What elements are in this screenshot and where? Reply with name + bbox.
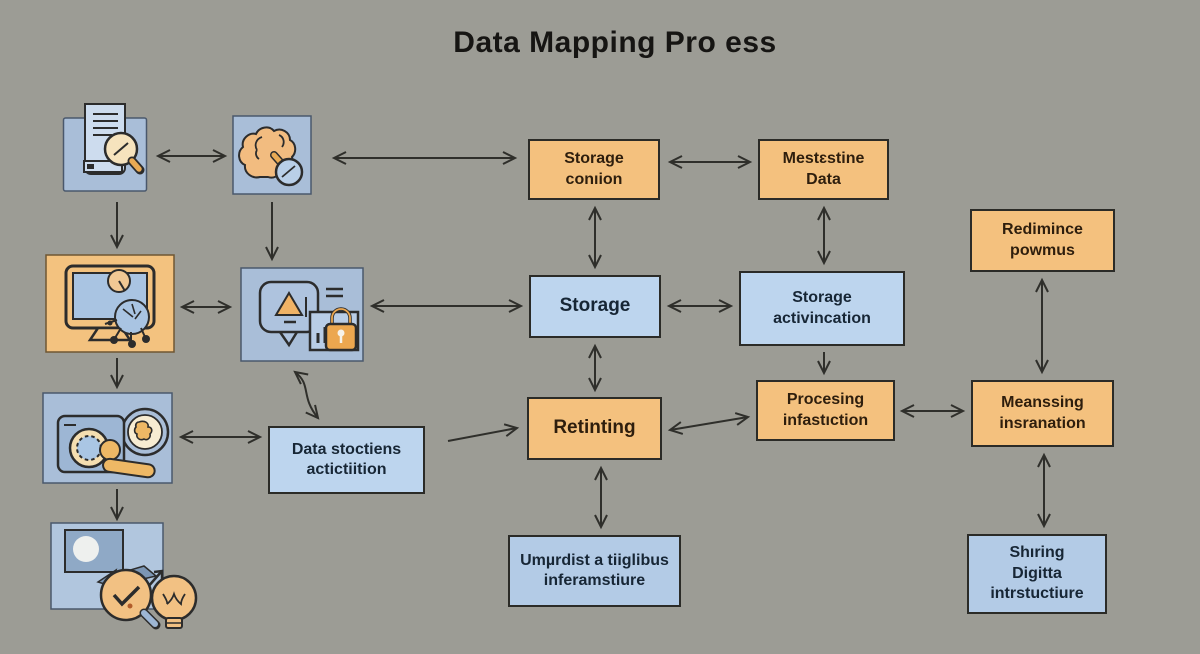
alert-chat-lock-icon — [240, 267, 364, 367]
node-label: Umµrdist a tiiglibus inferamstiure — [520, 551, 669, 589]
node-label: Procesing infastıction — [782, 391, 869, 429]
node-meanssing-insranation: Meanssing insranation — [971, 380, 1114, 447]
node-label: Retinting — [553, 417, 636, 439]
node-mestestine-data: Mestɛstine Data — [758, 139, 889, 200]
node-label: Mestɛstine Data — [782, 150, 865, 188]
arrow-retinting-procesing — [667, 412, 751, 435]
diagram-title: Data Mapping Pro ess — [453, 26, 777, 59]
node-shiring-digitta: Shıring Digitta intrstuctiure — [967, 534, 1107, 614]
node-label: Shıring Digitta intrstuctiure — [990, 544, 1084, 603]
node-label: Redimince powmus — [1002, 221, 1083, 259]
brain-analysis-icon — [232, 115, 312, 200]
node-label: Data stoctiens actictiition — [291, 440, 402, 478]
window-globe-icon — [42, 392, 173, 489]
arrow-datastoctiens-retinting — [447, 423, 520, 442]
node-retinting: Retinting — [527, 397, 662, 460]
node-storage: Storage — [529, 275, 661, 338]
node-data-stoctiens: Data stoctiens actictiition — [268, 426, 425, 494]
handle-bar — [102, 457, 156, 479]
warning-triangle — [274, 291, 304, 316]
node-storage-conion: Storage conıion — [528, 139, 660, 200]
node-storage-activincation: Storage activincation — [739, 271, 905, 346]
node-label: Storage conıion — [564, 150, 624, 188]
node-umurdist-tiiglibus: Umµrdist a tiiglibus inferamstiure — [508, 535, 681, 607]
growth-arrow — [153, 569, 164, 579]
image-check-bulb-icon — [50, 522, 200, 639]
node-label: Storage activincation — [773, 289, 871, 327]
globe-continent — [133, 420, 153, 441]
node-label: Meanssing insranation — [999, 394, 1086, 432]
node-label: Storage — [559, 295, 631, 317]
arrow-chat-datastoctiens-curve — [293, 370, 320, 420]
node-redimince-powmus: Redimince powmus — [970, 209, 1115, 272]
monitor-bug-icon — [45, 254, 175, 358]
magnifier-handle — [129, 158, 142, 172]
document-search-icon — [62, 101, 148, 198]
lightbulb — [150, 574, 198, 622]
node-procesing-infastiction: Procesing infastıction — [756, 380, 895, 441]
